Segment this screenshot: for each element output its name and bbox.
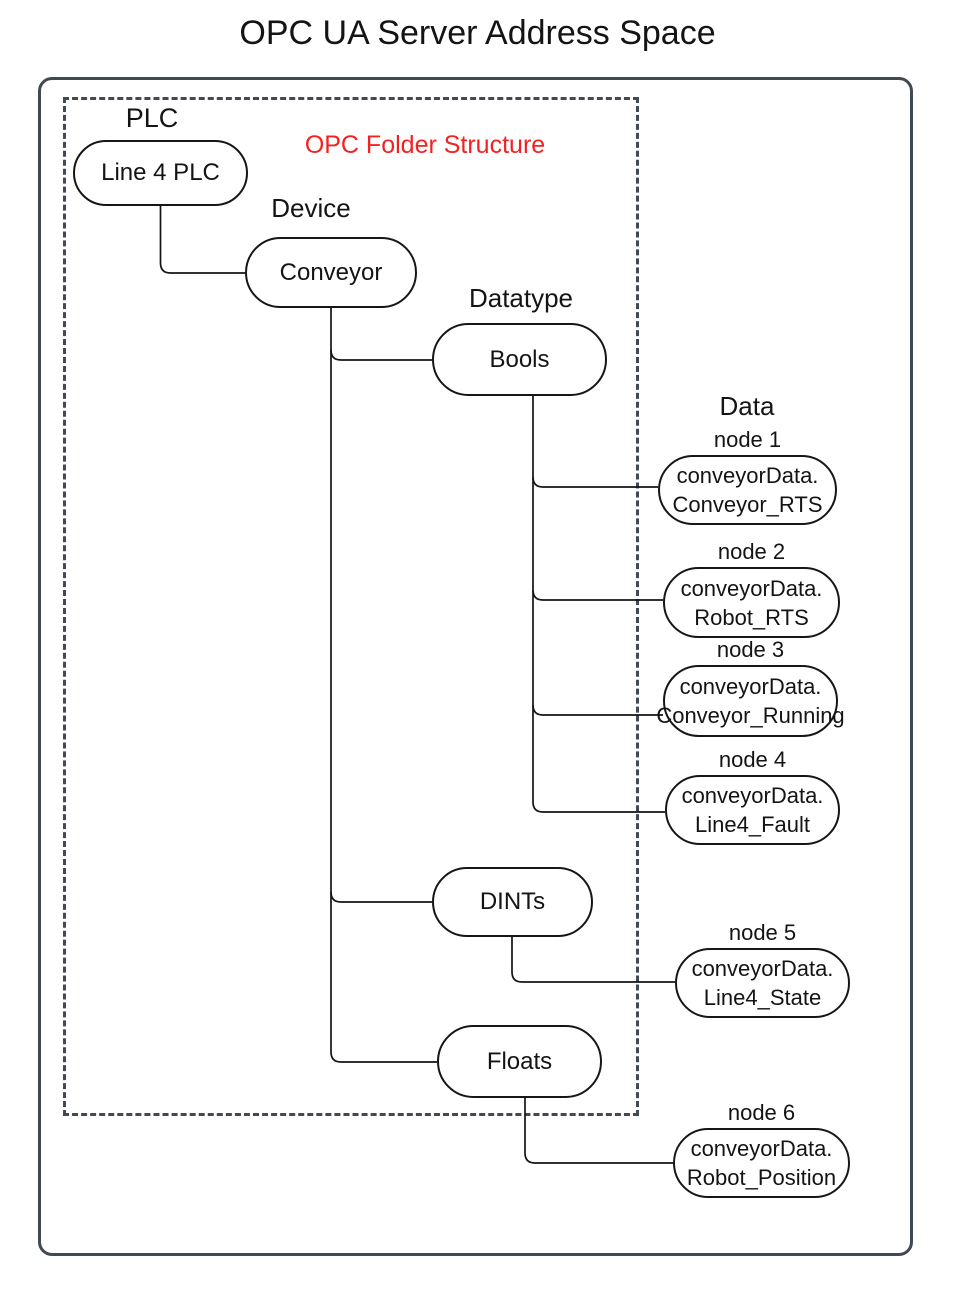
node-pill-5: conveyorData. Line4_State xyxy=(675,948,850,1018)
level-label-plc: PLC xyxy=(125,103,179,133)
node-label-1: node 1 xyxy=(713,427,782,452)
folder-pill-dints: DINTs xyxy=(432,867,593,937)
folder-structure-label: OPC Folder Structure xyxy=(304,131,546,159)
server-address-space-boundary xyxy=(38,77,913,1256)
node-pill-3: conveyorData. Conveyor_Running xyxy=(656,665,845,737)
folder-pill-line4-plc: Line 4 PLC xyxy=(73,140,248,206)
node-label-5: node 5 xyxy=(728,920,797,945)
node-2-line1: conveyorData. xyxy=(680,575,823,601)
node-label-3: node 3 xyxy=(716,637,785,662)
node-1-line1: conveyorData. xyxy=(676,463,819,488)
node-5-line2: Line4_State xyxy=(703,985,822,1010)
level-label-device: Device xyxy=(271,193,351,223)
level-label-datatype: Datatype xyxy=(468,283,574,313)
node-6-line2: Robot_Position xyxy=(686,1165,837,1190)
folder-pill-floats: Floats xyxy=(437,1025,602,1098)
folder-pill-conveyor: Conveyor xyxy=(245,237,417,308)
node-6-line1: conveyorData. xyxy=(690,1136,833,1161)
node-5-line1: conveyorData. xyxy=(691,956,834,981)
node-pill-2: conveyorData. Robot_RTS xyxy=(663,567,840,638)
node-3-line2: Conveyor_Running xyxy=(656,703,845,728)
node-label-2: node 2 xyxy=(717,539,786,564)
node-label-4: node 4 xyxy=(718,747,787,772)
node-pill-6: conveyorData. Robot_Position xyxy=(673,1128,850,1198)
node-4-line1: conveyorData. xyxy=(681,783,824,808)
node-1-line2: Conveyor_RTS xyxy=(672,492,823,517)
node-3-line1: conveyorData. xyxy=(679,674,822,699)
node-label-6: node 6 xyxy=(727,1100,796,1125)
node-4-line2: Line4_Fault xyxy=(695,812,810,837)
folder-pill-bools: Bools xyxy=(432,323,607,396)
node-2-line2: Robot_RTS xyxy=(694,604,809,630)
diagram-title: OPC UA Server Address Space xyxy=(239,14,716,52)
level-label-data: Data xyxy=(719,391,775,421)
node-pill-1: conveyorData. Conveyor_RTS xyxy=(658,455,837,525)
node-pill-4: conveyorData. Line4_Fault xyxy=(665,775,840,845)
